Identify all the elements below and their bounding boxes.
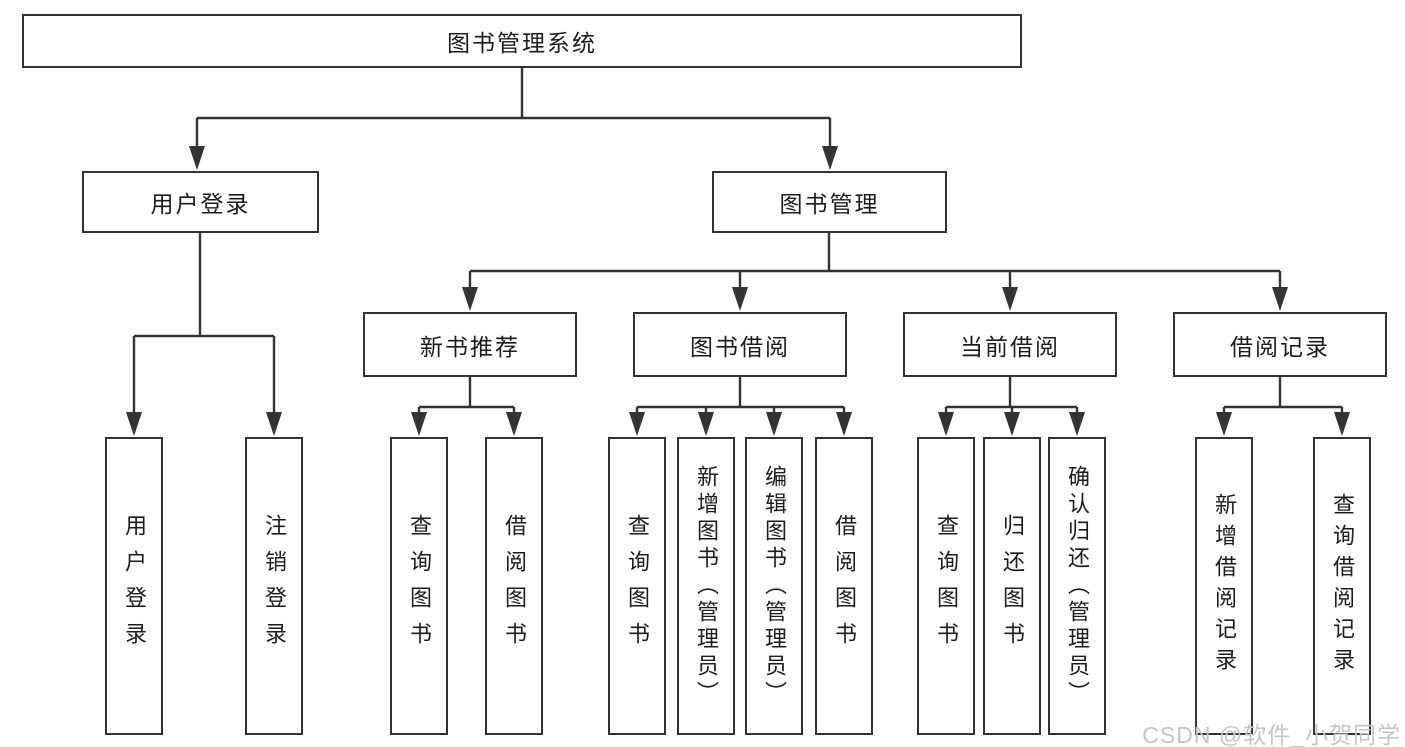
leaf-node-user-login: 用户登录 (105, 437, 163, 735)
leaf-label: 新增借阅记录 (1212, 493, 1237, 679)
leaf-label: 用户登录 (122, 514, 147, 658)
node-borrow-records: 借阅记录 (1173, 312, 1387, 377)
node-borrow-records-label: 借阅记录 (1230, 333, 1330, 360)
leaf-label: 借阅图书 (832, 514, 857, 658)
node-book-management: 图书管理 (712, 171, 947, 233)
node-user-login: 用户登录 (82, 171, 319, 233)
csdn-watermark: CSDN @软件_小贺同学 (1142, 722, 1401, 747)
leaf-node-edit-books-admin: 编辑图书（管理员） (745, 437, 803, 735)
leaf-label: 查询借阅记录 (1330, 493, 1355, 679)
leaf-node-logout: 注销登录 (245, 437, 303, 735)
leaf-label: 新增图书（管理员） (694, 464, 719, 708)
leaf-label: 注销登录 (262, 514, 287, 658)
leaf-label: 归还图书 (1000, 514, 1025, 658)
connector-book-mgmt-to-groups (462, 233, 1288, 311)
leaf-node-borrow-books: 借阅图书 (485, 437, 543, 735)
leaf-label: 查询图书 (407, 514, 432, 658)
leaf-label: 查询图书 (934, 514, 959, 658)
node-current-borrow: 当前借阅 (903, 312, 1117, 377)
node-root-label: 图书管理系统 (447, 30, 597, 56)
connector-root-to-level2 (189, 68, 838, 170)
leaf-node-add-borrow-record: 新增借阅记录 (1195, 437, 1253, 735)
leaf-node-query-books: 查询图书 (608, 437, 666, 735)
connector-borrow-records-to-leaves (1216, 377, 1350, 436)
leaf-node-borrow-books: 借阅图书 (815, 437, 873, 735)
node-user-login-label: 用户登录 (150, 191, 251, 217)
leaf-label: 确认归还（管理员） (1065, 464, 1090, 708)
node-root: 图书管理系统 (22, 14, 1022, 68)
connector-current-borrow-to-leaves (938, 377, 1085, 436)
node-book-borrow-label: 图书借阅 (690, 333, 790, 360)
node-book-borrow: 图书借阅 (633, 312, 847, 377)
leaf-node-query-borrow-record: 查询借阅记录 (1313, 437, 1371, 735)
leaf-node-query-books: 查询图书 (390, 437, 448, 735)
connector-user-login-to-leaves (126, 233, 282, 436)
leaf-label: 查询图书 (625, 514, 650, 658)
node-new-book-recommend-label: 新书推荐 (420, 333, 520, 360)
leaf-node-return-books: 归还图书 (983, 437, 1041, 735)
leaf-node-query-books: 查询图书 (917, 437, 975, 735)
leaf-node-confirm-return-admin: 确认归还（管理员） (1048, 437, 1106, 735)
node-book-management-label: 图书管理 (779, 191, 880, 217)
node-current-borrow-label: 当前借阅 (960, 333, 1060, 360)
leaf-label: 借阅图书 (502, 514, 527, 658)
leaf-node-add-books-admin: 新增图书（管理员） (677, 437, 735, 735)
connector-book-borrow-to-leaves (629, 377, 852, 436)
node-new-book-recommend: 新书推荐 (363, 312, 577, 377)
connector-new-book-to-leaves (411, 377, 522, 436)
leaf-label: 编辑图书（管理员） (762, 464, 787, 708)
